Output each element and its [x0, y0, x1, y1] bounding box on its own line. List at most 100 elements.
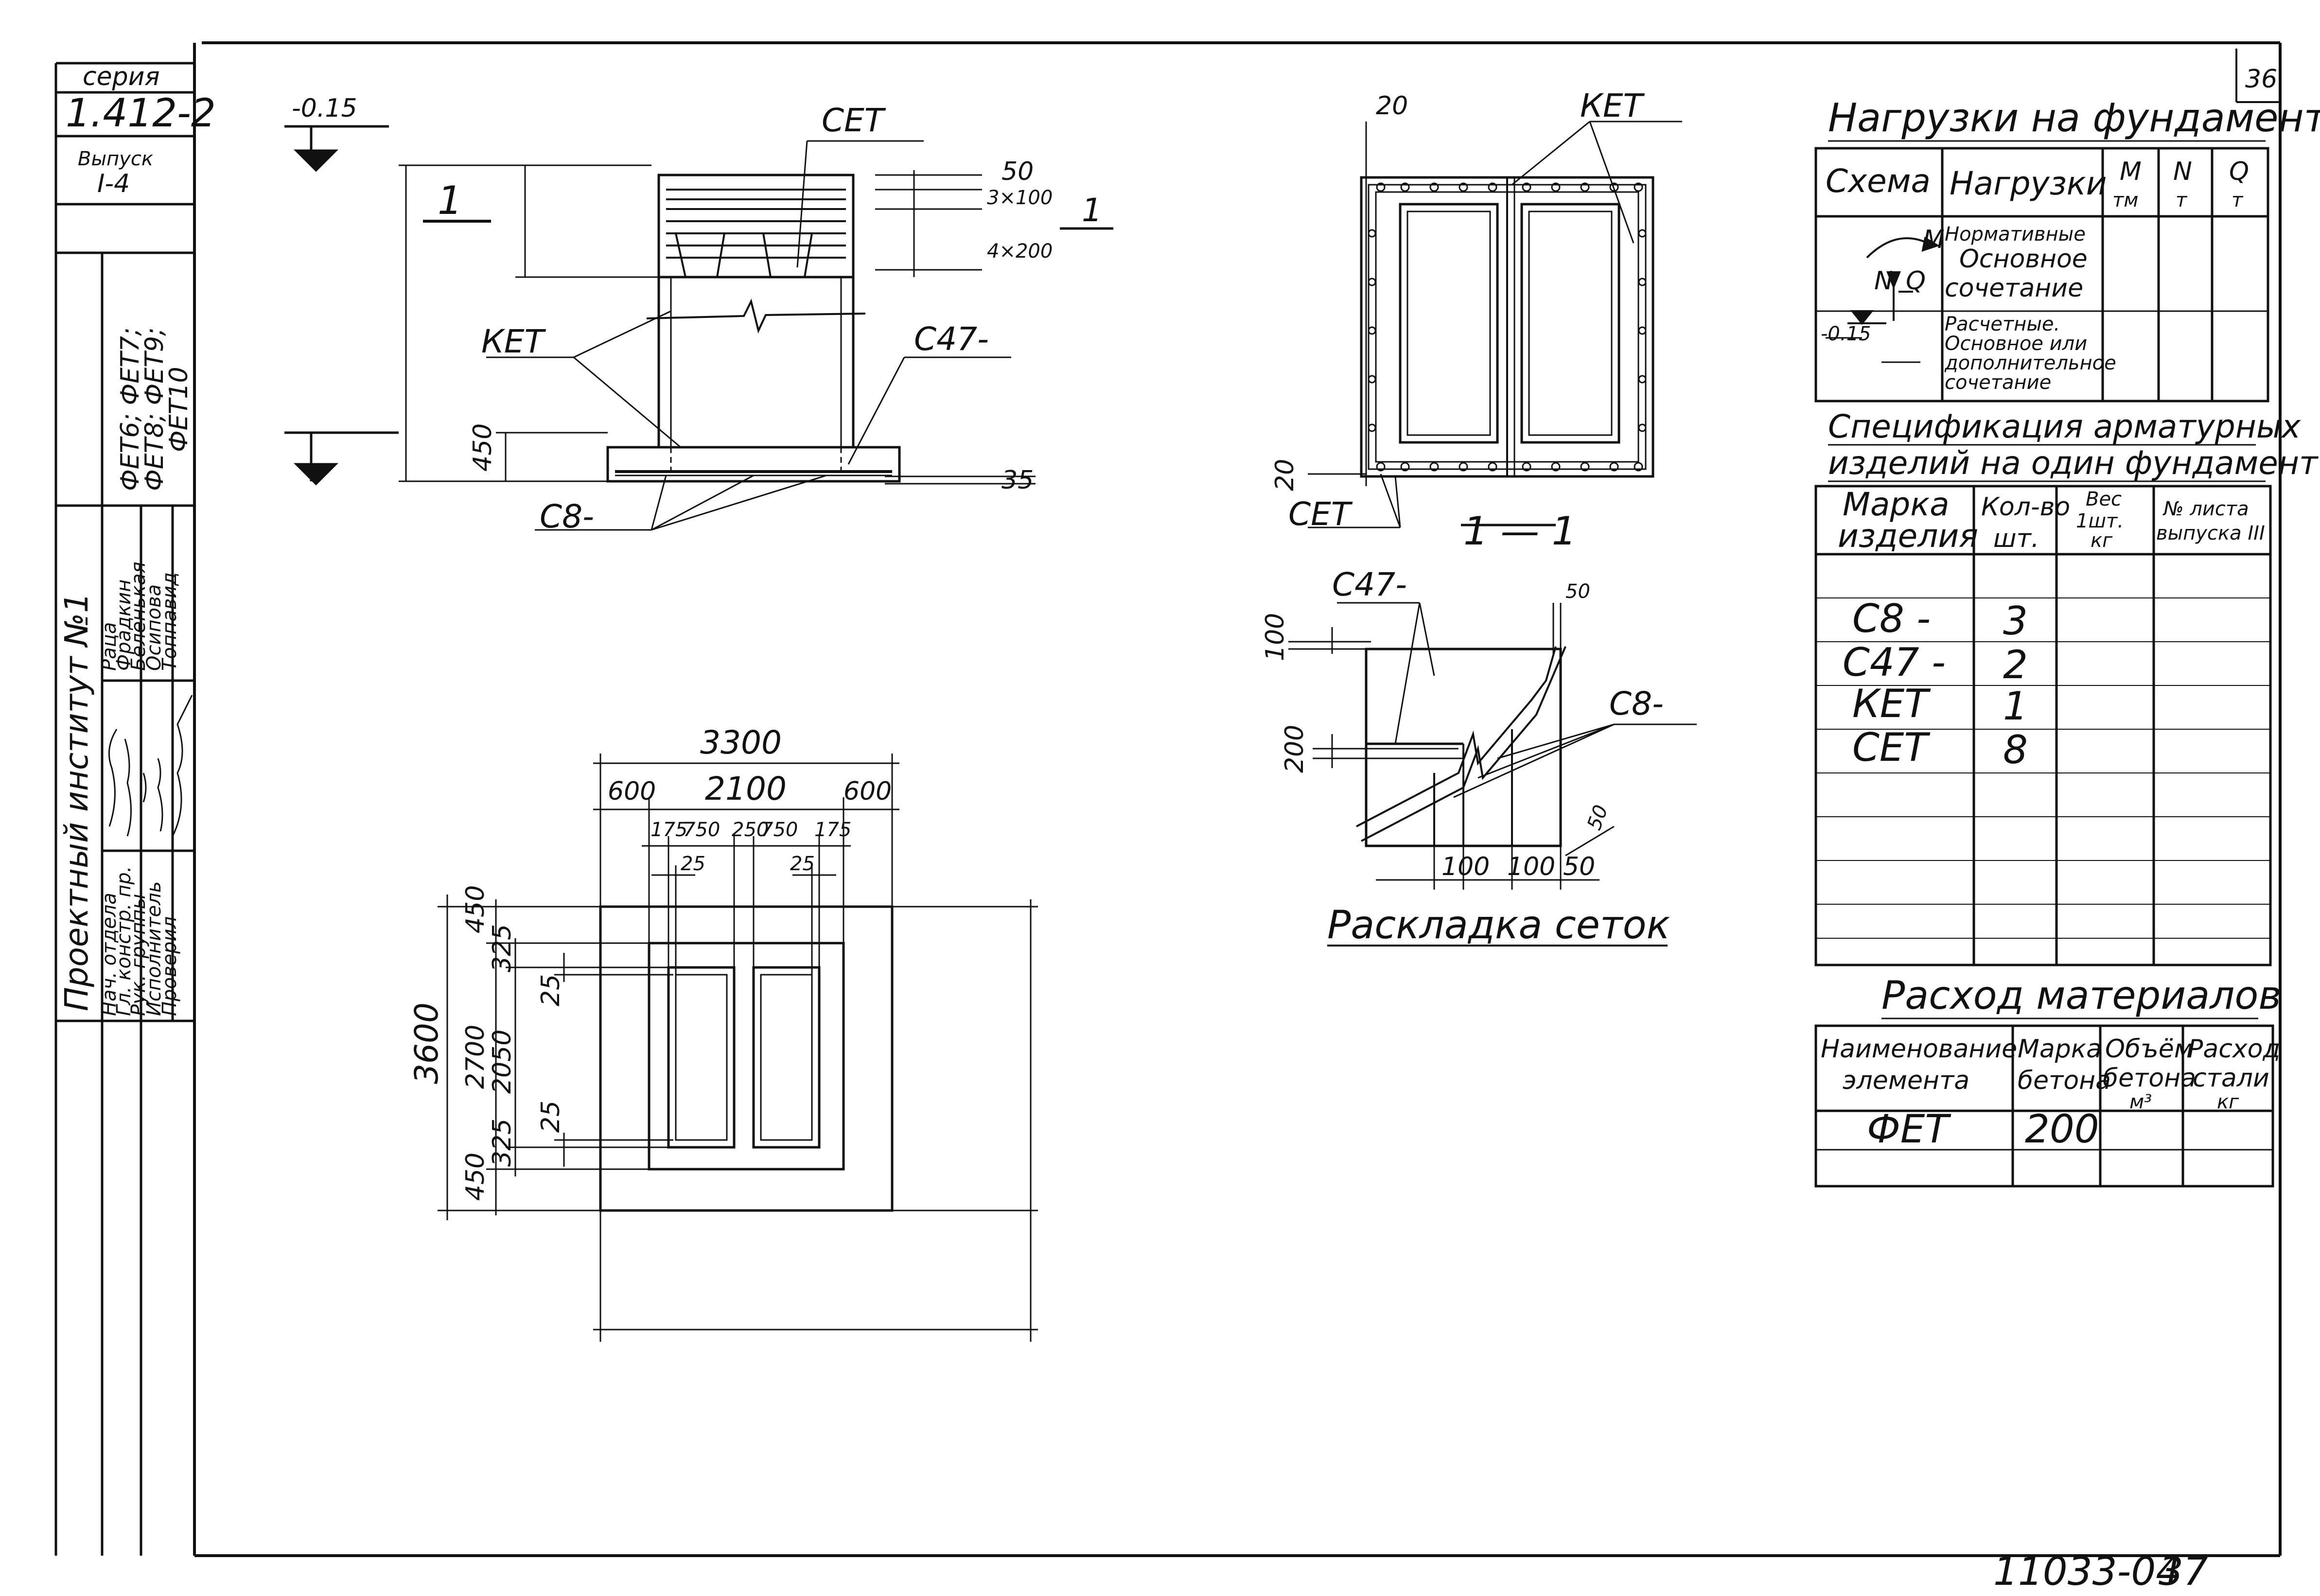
- plan-dim-250: 250: [732, 819, 769, 841]
- loads-row1-line2: Основное: [1959, 245, 2088, 274]
- spec-row-1-mark: С8 -: [1852, 596, 1931, 641]
- plan-dim-750-left: 750: [683, 819, 720, 841]
- mesh-dim-100-a: 100: [1441, 852, 1490, 881]
- mesh-dim-50-top: 50: [1565, 580, 1590, 603]
- stamp-issue-label: Выпуск: [78, 148, 153, 170]
- stamp-series-number: 1.412-2: [66, 90, 216, 136]
- stamp-role-3: Рук. группы: [127, 894, 150, 1016]
- loads-header-q: Q: [2229, 157, 2249, 186]
- doc-number: 11033-04: [1993, 1549, 2180, 1594]
- mesh-layout-view: С47- С8- 100 200 50 50 100 100 50 Раскла…: [1261, 566, 1697, 947]
- spec-header-sheet-2: выпуска III: [2156, 522, 2265, 544]
- materials-row-grade: 200: [2025, 1106, 2099, 1152]
- loads-header-n: N: [2173, 157, 2192, 186]
- loads-scheme-m: M: [1923, 225, 1945, 254]
- plan-dim-600-right: 600: [844, 777, 892, 806]
- page-number: 37: [2159, 1549, 2208, 1594]
- spec-header-weight-1: Вес: [2086, 488, 2122, 510]
- plan-dim-25-left: 25: [681, 853, 705, 875]
- plan-dim-450-top: 450: [461, 885, 490, 933]
- stamp-names: Раца Фрадкин Беленькая Осипова Топпавид: [98, 561, 181, 671]
- spec-row-4-qty: 8: [2003, 727, 2028, 772]
- materials-header-name-1: Наименование: [1821, 1035, 2017, 1064]
- plan-dim-2050: 2050: [488, 1030, 517, 1094]
- spec-header-qty-1: Кол-во: [1981, 492, 2070, 522]
- spec-row-lines: [1816, 597, 2270, 939]
- plan-dim-25-top: 25: [536, 974, 565, 1006]
- plan-dim-25-bottom: 25: [536, 1101, 565, 1133]
- plan-dim-3600: 3600: [408, 1002, 445, 1084]
- materials-header-steel-3: кг: [2217, 1091, 2239, 1113]
- loads-scheme-q: Q: [1906, 266, 1926, 296]
- spec-table-title-line2: изделий на один фундамент: [1828, 444, 2319, 482]
- mesh-label-c47: С47-: [1332, 566, 1407, 603]
- plan-dim-175-left: 175: [650, 819, 687, 841]
- stamp-signatures: [108, 695, 193, 837]
- stamp-name-4: Осипова: [143, 584, 165, 671]
- plan-dim-600-left: 600: [608, 777, 656, 806]
- spec-header-sheet-1: № листа: [2162, 498, 2249, 520]
- materials-header-volume-3: м³: [2129, 1091, 2152, 1113]
- elevation-dim-4x200: 4×200: [987, 240, 1053, 263]
- elevation-label-ket: КЕТ: [481, 323, 546, 360]
- loads-scheme-level: -0.15: [1821, 323, 1871, 345]
- mesh-label-c8: С8-: [1609, 685, 1664, 722]
- loads-row2-line1: Расчетные.: [1945, 313, 2060, 335]
- plan-dim-2700: 2700: [461, 1025, 490, 1089]
- loads-header-t1: т: [2176, 189, 2188, 211]
- plan-view: 3300 600 2100 600 175 750 250 750 175 25…: [408, 724, 1038, 1342]
- plan-dim-2100: 2100: [705, 770, 787, 807]
- loads-header-scheme: Схема: [1826, 162, 1931, 200]
- loads-header-tm: тм: [2112, 189, 2138, 211]
- spec-header-qty-2: шт.: [1993, 524, 2039, 553]
- plan-dim-3300: 3300: [700, 724, 782, 761]
- materials-header-grade-2: бетона: [2018, 1066, 2111, 1095]
- stamp-institute: Проектный институт №1: [58, 593, 95, 1011]
- spec-table-title-line1: Спецификация арматурных: [1828, 408, 2301, 445]
- loads-row2-line4: сочетание: [1945, 371, 2051, 394]
- plan-dim-175-right: 175: [814, 819, 851, 841]
- stamp-name-3: Беленькая: [127, 561, 150, 671]
- mesh-dim-50-right: 50: [1583, 802, 1613, 833]
- loads-header-t2: т: [2232, 189, 2244, 211]
- loads-header-loads: Нагрузки: [1950, 165, 2107, 202]
- loads-row1-line3: сочетание: [1945, 274, 2083, 303]
- materials-header-name-2: элемента: [1843, 1066, 1969, 1095]
- spec-header-mark-2: изделия: [1838, 517, 1978, 555]
- spec-header-mark-1: Марка: [1843, 486, 1950, 523]
- stamp-name-5: Топпавид: [158, 572, 181, 671]
- section-dim-20-left: 20: [1270, 459, 1300, 491]
- sheet-number: 36: [2245, 65, 2277, 94]
- spec-header-weight-3: кг: [2091, 529, 2113, 552]
- mesh-dim-100-top: 100: [1261, 613, 1290, 661]
- plan-dim-450-bottom: 450: [461, 1153, 490, 1201]
- elevation-dim-450: 450: [468, 423, 497, 472]
- elevation-label-c47: С47-: [914, 320, 989, 358]
- materials-header-steel-1: Расход: [2188, 1035, 2280, 1064]
- elevation-label-cet: СЕТ: [822, 102, 886, 139]
- plan-dim-25-right: 25: [790, 853, 815, 875]
- elevation-dim-50: 50: [1002, 157, 1034, 186]
- stamp-role-5: Проверил: [158, 916, 181, 1016]
- section-1-1-view: 20 20 КЕТ СЕТ 1 — 1: [1270, 87, 1682, 554]
- loads-row2-line2: Основное или: [1945, 333, 2087, 355]
- section-label-ket: КЕТ: [1580, 87, 1645, 124]
- left-stamp: [54, 62, 194, 1556]
- plan-dim-750-right: 750: [761, 819, 798, 841]
- stamp-name-2: Фрадкин: [113, 579, 135, 671]
- spec-header-weight-2: 1шт.: [2076, 510, 2124, 532]
- stamp-role-1: Нач. отдела: [98, 893, 121, 1016]
- spec-row-1-qty: 3: [2003, 598, 2028, 644]
- stamp-marks-line2: ФЕТ8; ФЕТ9;: [140, 327, 169, 491]
- section-dim-20-top: 20: [1376, 91, 1408, 121]
- section-label-cet: СЕТ: [1288, 495, 1353, 533]
- stamp-marks-line3: ФЕТ10: [164, 367, 193, 452]
- stamp-name-1: Раца: [98, 622, 121, 671]
- plan-dim-325-bottom: 325: [488, 1119, 517, 1167]
- elevation-section-mark: 1: [438, 178, 462, 223]
- mesh-layout-title: Раскладка сеток: [1327, 902, 1670, 947]
- plan-dim-325-top: 325: [488, 924, 517, 972]
- elevation-label-c8: С8-: [540, 498, 594, 535]
- sheet-frame: [193, 41, 2282, 1557]
